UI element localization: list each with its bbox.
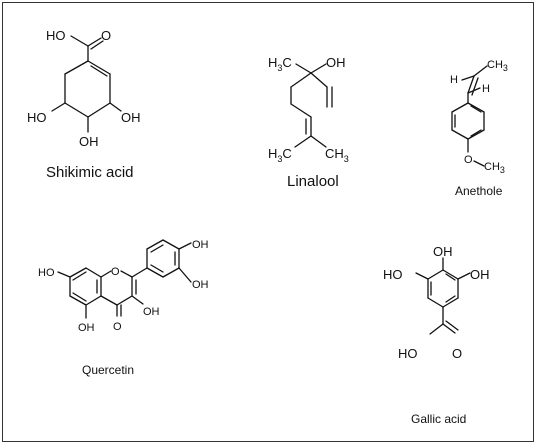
figure-frame bbox=[2, 2, 534, 442]
shikimic-oh-right: OH bbox=[121, 110, 141, 125]
quercetin-label: Quercetin bbox=[82, 363, 134, 377]
gallic-acid-label: Gallic acid bbox=[411, 412, 466, 426]
gallic-acid-structure: OH HO OH HO O Gallic acid bbox=[383, 244, 490, 426]
gallic-carboxyl-ho: HO bbox=[398, 346, 418, 361]
anethole-structure: H H CH3 O CH3 Anethole bbox=[450, 59, 508, 198]
anethole-h-right: H bbox=[482, 83, 490, 95]
quercetin-oh-top: OH bbox=[192, 239, 209, 251]
shikimic-carbonyl-o: O bbox=[101, 28, 111, 43]
quercetin-oh-bottom: OH bbox=[78, 322, 95, 334]
anethole-ch3-top: CH3 bbox=[487, 59, 508, 73]
linalool-label: Linalool bbox=[287, 173, 339, 190]
linalool-ch3-bottom: CH3 bbox=[325, 146, 349, 164]
anethole-o: O bbox=[464, 154, 473, 166]
anethole-ch3-bottom: CH3 bbox=[484, 161, 505, 175]
shikimic-acid-structure: HO O HO OH OH Shikimic acid bbox=[27, 28, 141, 181]
quercetin-ring-o: O bbox=[111, 266, 120, 278]
quercetin-oh-right: OH bbox=[192, 279, 209, 291]
shikimic-oh-left: HO bbox=[27, 110, 47, 125]
gallic-ho-left: HO bbox=[383, 267, 403, 282]
quercetin-structure: HO O OH OH OH OH O Quercetin bbox=[38, 239, 209, 377]
linalool-oh: OH bbox=[326, 55, 346, 70]
linalool-structure: H3C OH H3C CH3 Linalool bbox=[268, 55, 349, 190]
quercetin-ho-left: HO bbox=[38, 267, 55, 279]
quercetin-oh-3: OH bbox=[143, 306, 160, 318]
anethole-h-left: H bbox=[450, 74, 458, 86]
linalool-h3c-bottom: H3C bbox=[268, 146, 292, 164]
shikimic-oh-bottom: OH bbox=[79, 134, 99, 149]
shikimic-carboxyl-ho: HO bbox=[46, 28, 66, 43]
shikimic-acid-label: Shikimic acid bbox=[46, 164, 134, 181]
gallic-oh-right: OH bbox=[470, 267, 490, 282]
gallic-carbonyl-o: O bbox=[452, 346, 462, 361]
anethole-label: Anethole bbox=[455, 184, 503, 198]
quercetin-carbonyl-o: O bbox=[113, 321, 122, 333]
gallic-oh-top: OH bbox=[433, 244, 453, 259]
linalool-h3c-top: H3C bbox=[268, 55, 292, 73]
